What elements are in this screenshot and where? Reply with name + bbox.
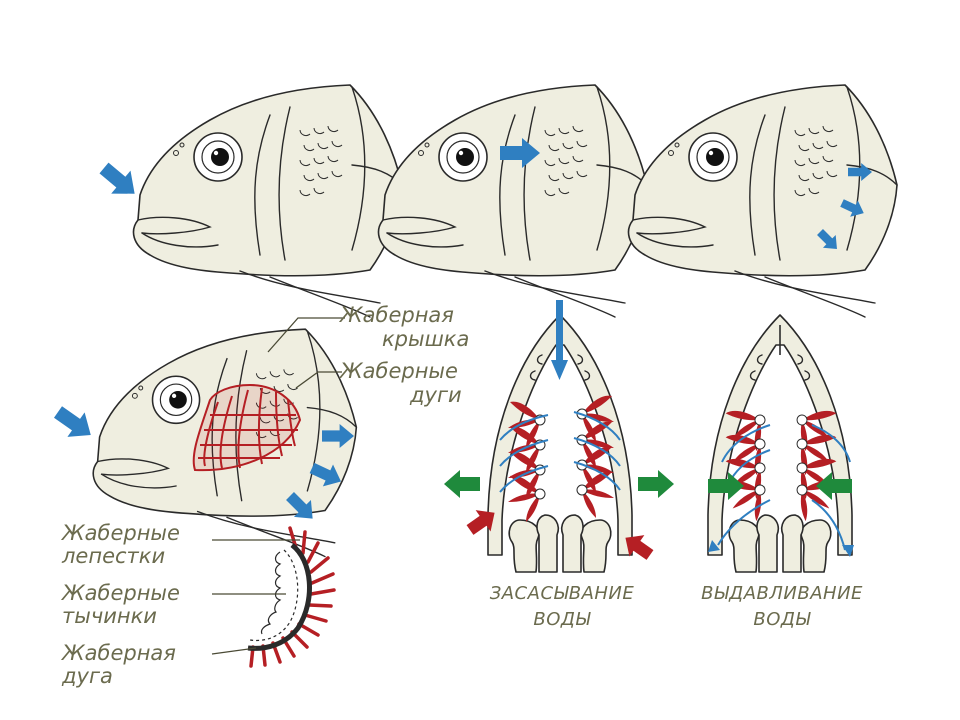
gill-rakers-label-1: Жаберные <box>60 581 180 605</box>
gill-arches <box>192 383 302 472</box>
gill-filaments-label-2: лепестки <box>61 544 165 568</box>
fish-stage-3 <box>627 84 898 318</box>
suction-caption-1: ЗАСАСЫВАНИЕ <box>490 583 635 604</box>
expulsion-caption-1: ВЫДАВЛИВАНИЕ <box>701 583 863 604</box>
expulsion-caption-2: ВОДЫ <box>753 609 811 630</box>
suction-caption-2: ВОДЫ <box>533 609 591 630</box>
gill-filaments-label-1: Жаберные <box>60 521 180 545</box>
suction-section <box>444 300 674 573</box>
gill-arches-label-1: Жаберные <box>338 359 458 383</box>
gill-arch-label-2: дуга <box>61 664 113 688</box>
water-in-arrow <box>551 300 568 380</box>
gill-arch-detail <box>247 526 336 668</box>
gill-rakers-label-2: тычинки <box>62 604 157 628</box>
water-flow-lines <box>499 411 621 493</box>
gill-cover-label-2: крышка <box>382 327 469 351</box>
gill-cover-label-1: Жаберная <box>338 303 454 327</box>
pressure-arrow-right <box>638 470 674 498</box>
expulsion-section <box>707 314 854 573</box>
water-in-arrow <box>49 399 100 448</box>
gill-cover-leader <box>267 317 345 353</box>
fish-stage-2 <box>377 84 648 318</box>
gill-arches-label-2: дуги <box>409 383 462 407</box>
fish-with-gills <box>49 328 358 558</box>
gill-arches-leader <box>295 371 342 389</box>
gill-arch-leader <box>211 647 257 655</box>
water-in-arrow <box>94 156 145 206</box>
fish-stage-1 <box>94 84 403 318</box>
gill-arch-label-1: Жаберная <box>60 641 176 665</box>
pressure-arrow-left <box>444 470 480 498</box>
